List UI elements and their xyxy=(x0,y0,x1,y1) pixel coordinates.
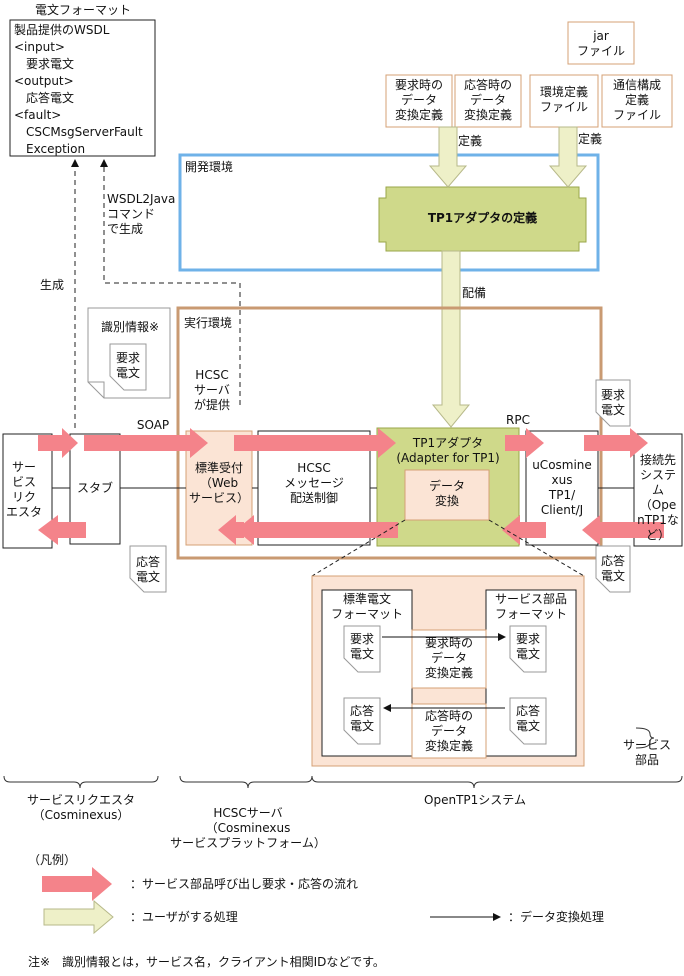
detail-response-doc-left-label: 応答 電文 xyxy=(349,704,374,733)
detail-request-doc-left xyxy=(343,625,381,673)
service-part-label: サービス 部品 xyxy=(622,738,671,767)
stub-label: スタブ xyxy=(76,481,113,495)
runtime-env-box xyxy=(176,306,603,560)
tp1-adapter-def-box xyxy=(378,186,587,252)
comm-config-file-label: 通信構成 定義 ファイル xyxy=(612,78,661,122)
response-doc-left-label: 応答 電文 xyxy=(135,555,160,584)
hcsc-provide-label: HCSC サーバ が提供 xyxy=(193,368,230,412)
generate-label: 生成 xyxy=(40,278,65,292)
detail-response-conversion-label: 応答時の データ 変換定義 xyxy=(424,709,473,753)
define-label-2: 定義 xyxy=(578,132,603,146)
group-opentp1-label: OpenTP1システム xyxy=(424,793,526,807)
brace-opentp1 xyxy=(311,775,683,789)
wsdl2java-label: WSDL2Java コマンド で生成 xyxy=(107,192,176,236)
tp1-adapter-def-label: TP1アダプタの定義 xyxy=(427,211,538,225)
comm-config-file-box xyxy=(601,74,673,128)
detail-response-conversion-box xyxy=(411,703,487,759)
response-conversion-def-box xyxy=(454,74,522,128)
legend-yellow-label: ：ユーザがする処理 xyxy=(130,910,238,924)
request-arrow-2 xyxy=(84,428,208,458)
telegram-format-line: 要求電文 xyxy=(14,57,75,71)
jar-file-label: jar ファイル xyxy=(576,29,625,58)
legend-yellow-arrow xyxy=(43,899,114,935)
brace-requester xyxy=(3,775,159,789)
env-def-file-label: 環境定義 ファイル xyxy=(539,85,588,114)
detail-response-doc-right xyxy=(509,697,547,745)
rpc-label: RPC xyxy=(506,413,530,427)
detail-response-doc-right-label: 応答 電文 xyxy=(515,704,540,733)
legend-red-arrow xyxy=(42,867,112,901)
telegram-format-line: <output> xyxy=(14,74,74,88)
group-requester-label: サービスリクエスタ （Cosminexus） xyxy=(26,793,135,822)
deploy-label: 配備 xyxy=(462,286,487,300)
response-doc-left xyxy=(129,545,167,593)
request-conversion-label: 要求時の データ 変換定義 xyxy=(394,78,443,122)
footnote: 注※ 識別情報とは，サービス名，クライアント相関IDなどです。 xyxy=(28,955,385,969)
wsdl2java-arrow xyxy=(100,159,241,405)
response-arrow-5 xyxy=(582,515,664,545)
detail-request-doc-right-label: 要求 電文 xyxy=(515,632,540,661)
legend-black-label: ：データ変換処理 xyxy=(508,910,605,924)
telegram-format-box xyxy=(9,19,156,157)
response-conversion-label: 応答時の データ 変換定義 xyxy=(463,78,512,122)
response-doc-right-label: 応答 電文 xyxy=(600,554,625,583)
telegram-format-line: Exception xyxy=(14,142,86,156)
deploy-arrow xyxy=(431,250,471,428)
telegram-format-title: 電文フォーマット xyxy=(34,3,131,17)
service-part-bracket xyxy=(635,727,655,749)
standard-receive-label: 標準受付 （Web サービス） xyxy=(188,461,249,505)
define-arrow-2 xyxy=(548,126,588,188)
detail-request-doc-left-label: 要求 電文 xyxy=(349,632,374,661)
id-info-request-doc xyxy=(109,343,147,391)
telegram-format-line: <input> xyxy=(14,40,65,54)
legend-title: （凡例） xyxy=(28,853,77,867)
telegram-format-line: 応答電文 xyxy=(14,91,75,105)
telegram-format-lines: 製品提供のWSDL <input> 要求電文 <output> 応答電文 <fa… xyxy=(14,22,154,158)
request-conversion-def-box xyxy=(385,74,453,128)
hcsc-message-label: HCSC メッセージ 配送制御 xyxy=(284,461,344,505)
response-arrow-1 xyxy=(38,515,86,545)
data-conversion-box xyxy=(404,469,490,521)
detail-request-doc-right xyxy=(509,625,547,673)
request-arrow-3 xyxy=(234,428,396,458)
request-doc-right xyxy=(595,379,631,427)
response-arrow-3 xyxy=(236,515,398,545)
service-part-format-label: サービス部品 フォーマット xyxy=(494,592,567,621)
runtime-env-label: 実行環境 xyxy=(184,316,233,330)
telegram-format-line: CSCMsgServerFault xyxy=(14,125,143,139)
response-doc-right xyxy=(595,545,631,593)
group-hcsc-server-label: HCSCサーバ （Cosminexus サービスプラットフォーム） xyxy=(170,806,326,850)
telegram-format-line: <fault> xyxy=(14,108,62,122)
tp1-adapter-label: TP1アダプタ (Adapter for TP1) xyxy=(396,436,500,465)
request-arrow-1 xyxy=(38,428,78,458)
brace-hcsc-server xyxy=(179,775,313,789)
legend-red-label: ：サービス部品呼び出し要求・応答の流れ xyxy=(130,877,359,891)
data-conversion-label: データ 変換 xyxy=(428,479,465,508)
detail-request-conversion-label: 要求時の データ 変換定義 xyxy=(424,636,473,680)
id-info-request-label: 要求 電文 xyxy=(115,351,140,380)
standard-format-label: 標準電文 フォーマット xyxy=(330,592,403,621)
request-doc-right-label: 要求 電文 xyxy=(600,388,625,417)
request-arrow-4 xyxy=(505,428,544,458)
response-arrow-2 xyxy=(218,515,244,545)
service-requester-label: サー ビス リク エスタ xyxy=(5,460,42,519)
ucosminexus-label: uCosmine xus TP1/ Client/J xyxy=(532,458,592,517)
response-arrow-4 xyxy=(502,515,546,545)
telegram-format-line: 製品提供のWSDL xyxy=(14,23,110,37)
jar-file-box xyxy=(567,21,635,65)
destination-system-label: 接続先 システ ム（Ope nTP1な ど） xyxy=(637,453,679,542)
soap-label: SOAP xyxy=(136,418,170,432)
request-arrow-5 xyxy=(584,428,648,458)
detail-response-doc-left xyxy=(343,697,381,745)
id-info-label: 識別情報※ xyxy=(100,320,160,334)
dev-env-label: 開発環境 xyxy=(185,160,234,174)
define-label-1: 定義 xyxy=(458,134,483,148)
define-arrow-1 xyxy=(428,126,468,188)
detail-request-conversion-box xyxy=(411,629,487,689)
